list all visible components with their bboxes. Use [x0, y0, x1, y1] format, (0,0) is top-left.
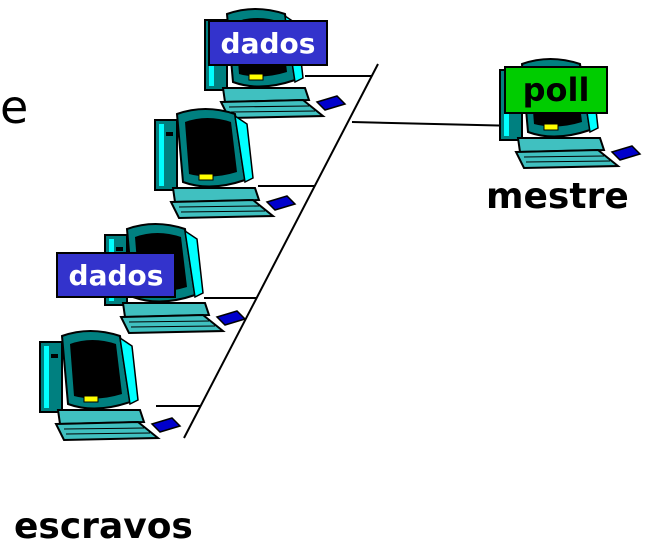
dados-tag-top: dados	[208, 20, 328, 66]
dados-tag-third: dados	[56, 252, 176, 298]
slaves-label: escravos	[14, 506, 193, 547]
poll-tag: poll	[504, 66, 608, 114]
bus-line	[183, 63, 379, 439]
slave-computer-4	[39, 330, 181, 441]
master-link	[351, 121, 521, 127]
master-label: mestre	[486, 176, 629, 217]
slave-computer-2	[154, 108, 296, 219]
partial-text: e	[0, 80, 28, 134]
